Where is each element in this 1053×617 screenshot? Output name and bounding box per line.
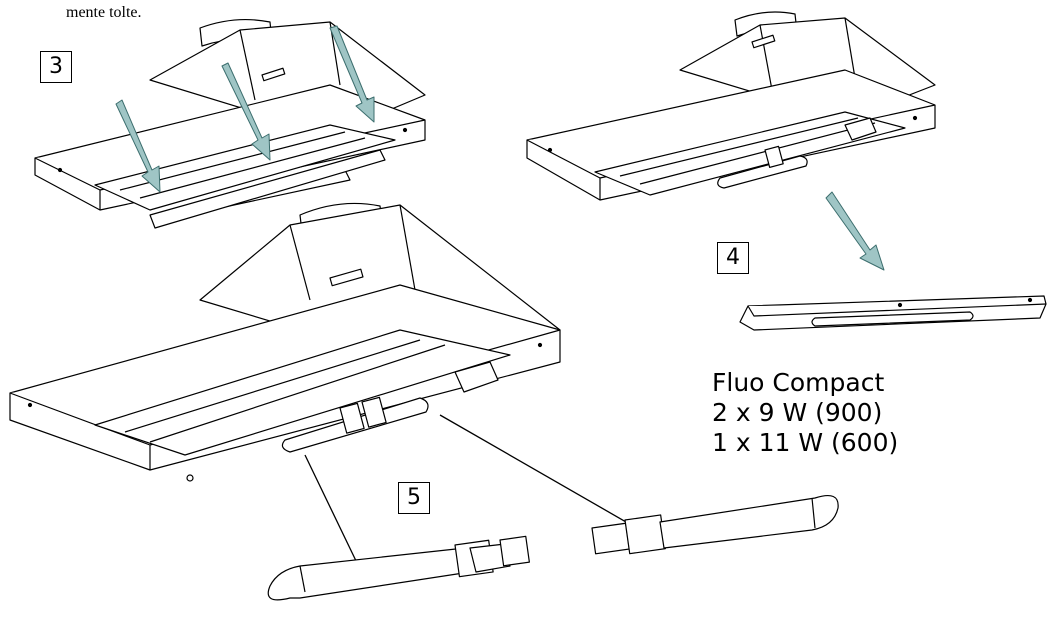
lamp-leader-lines	[304, 414, 641, 566]
spec-title: Fluo Compact	[712, 368, 885, 397]
step-5-label: 5	[398, 482, 430, 514]
lamp-specification: Fluo Compact 2 x 9 W (900) 1 x 11 W (600…	[712, 368, 898, 458]
fluo-compact-lamp-left	[267, 535, 530, 601]
caption-fragment: mente tolte.	[66, 4, 142, 21]
hood-panel-removal-drawing	[34, 18, 426, 229]
strip-removal-arrow	[825, 191, 885, 271]
step-3-label: 3	[40, 51, 72, 83]
light-strip-drawing	[739, 295, 1047, 331]
spec-line-900: 2 x 9 W (900)	[712, 398, 883, 427]
hood-lamps-exposed-drawing	[526, 11, 936, 201]
spec-line-600: 1 x 11 W (600)	[712, 428, 899, 457]
step-4-label: 4	[717, 242, 749, 274]
fluo-compact-lamp-right	[591, 495, 839, 555]
hood-with-lamps-drawing	[9, 202, 561, 482]
removal-arrows	[115, 25, 375, 193]
